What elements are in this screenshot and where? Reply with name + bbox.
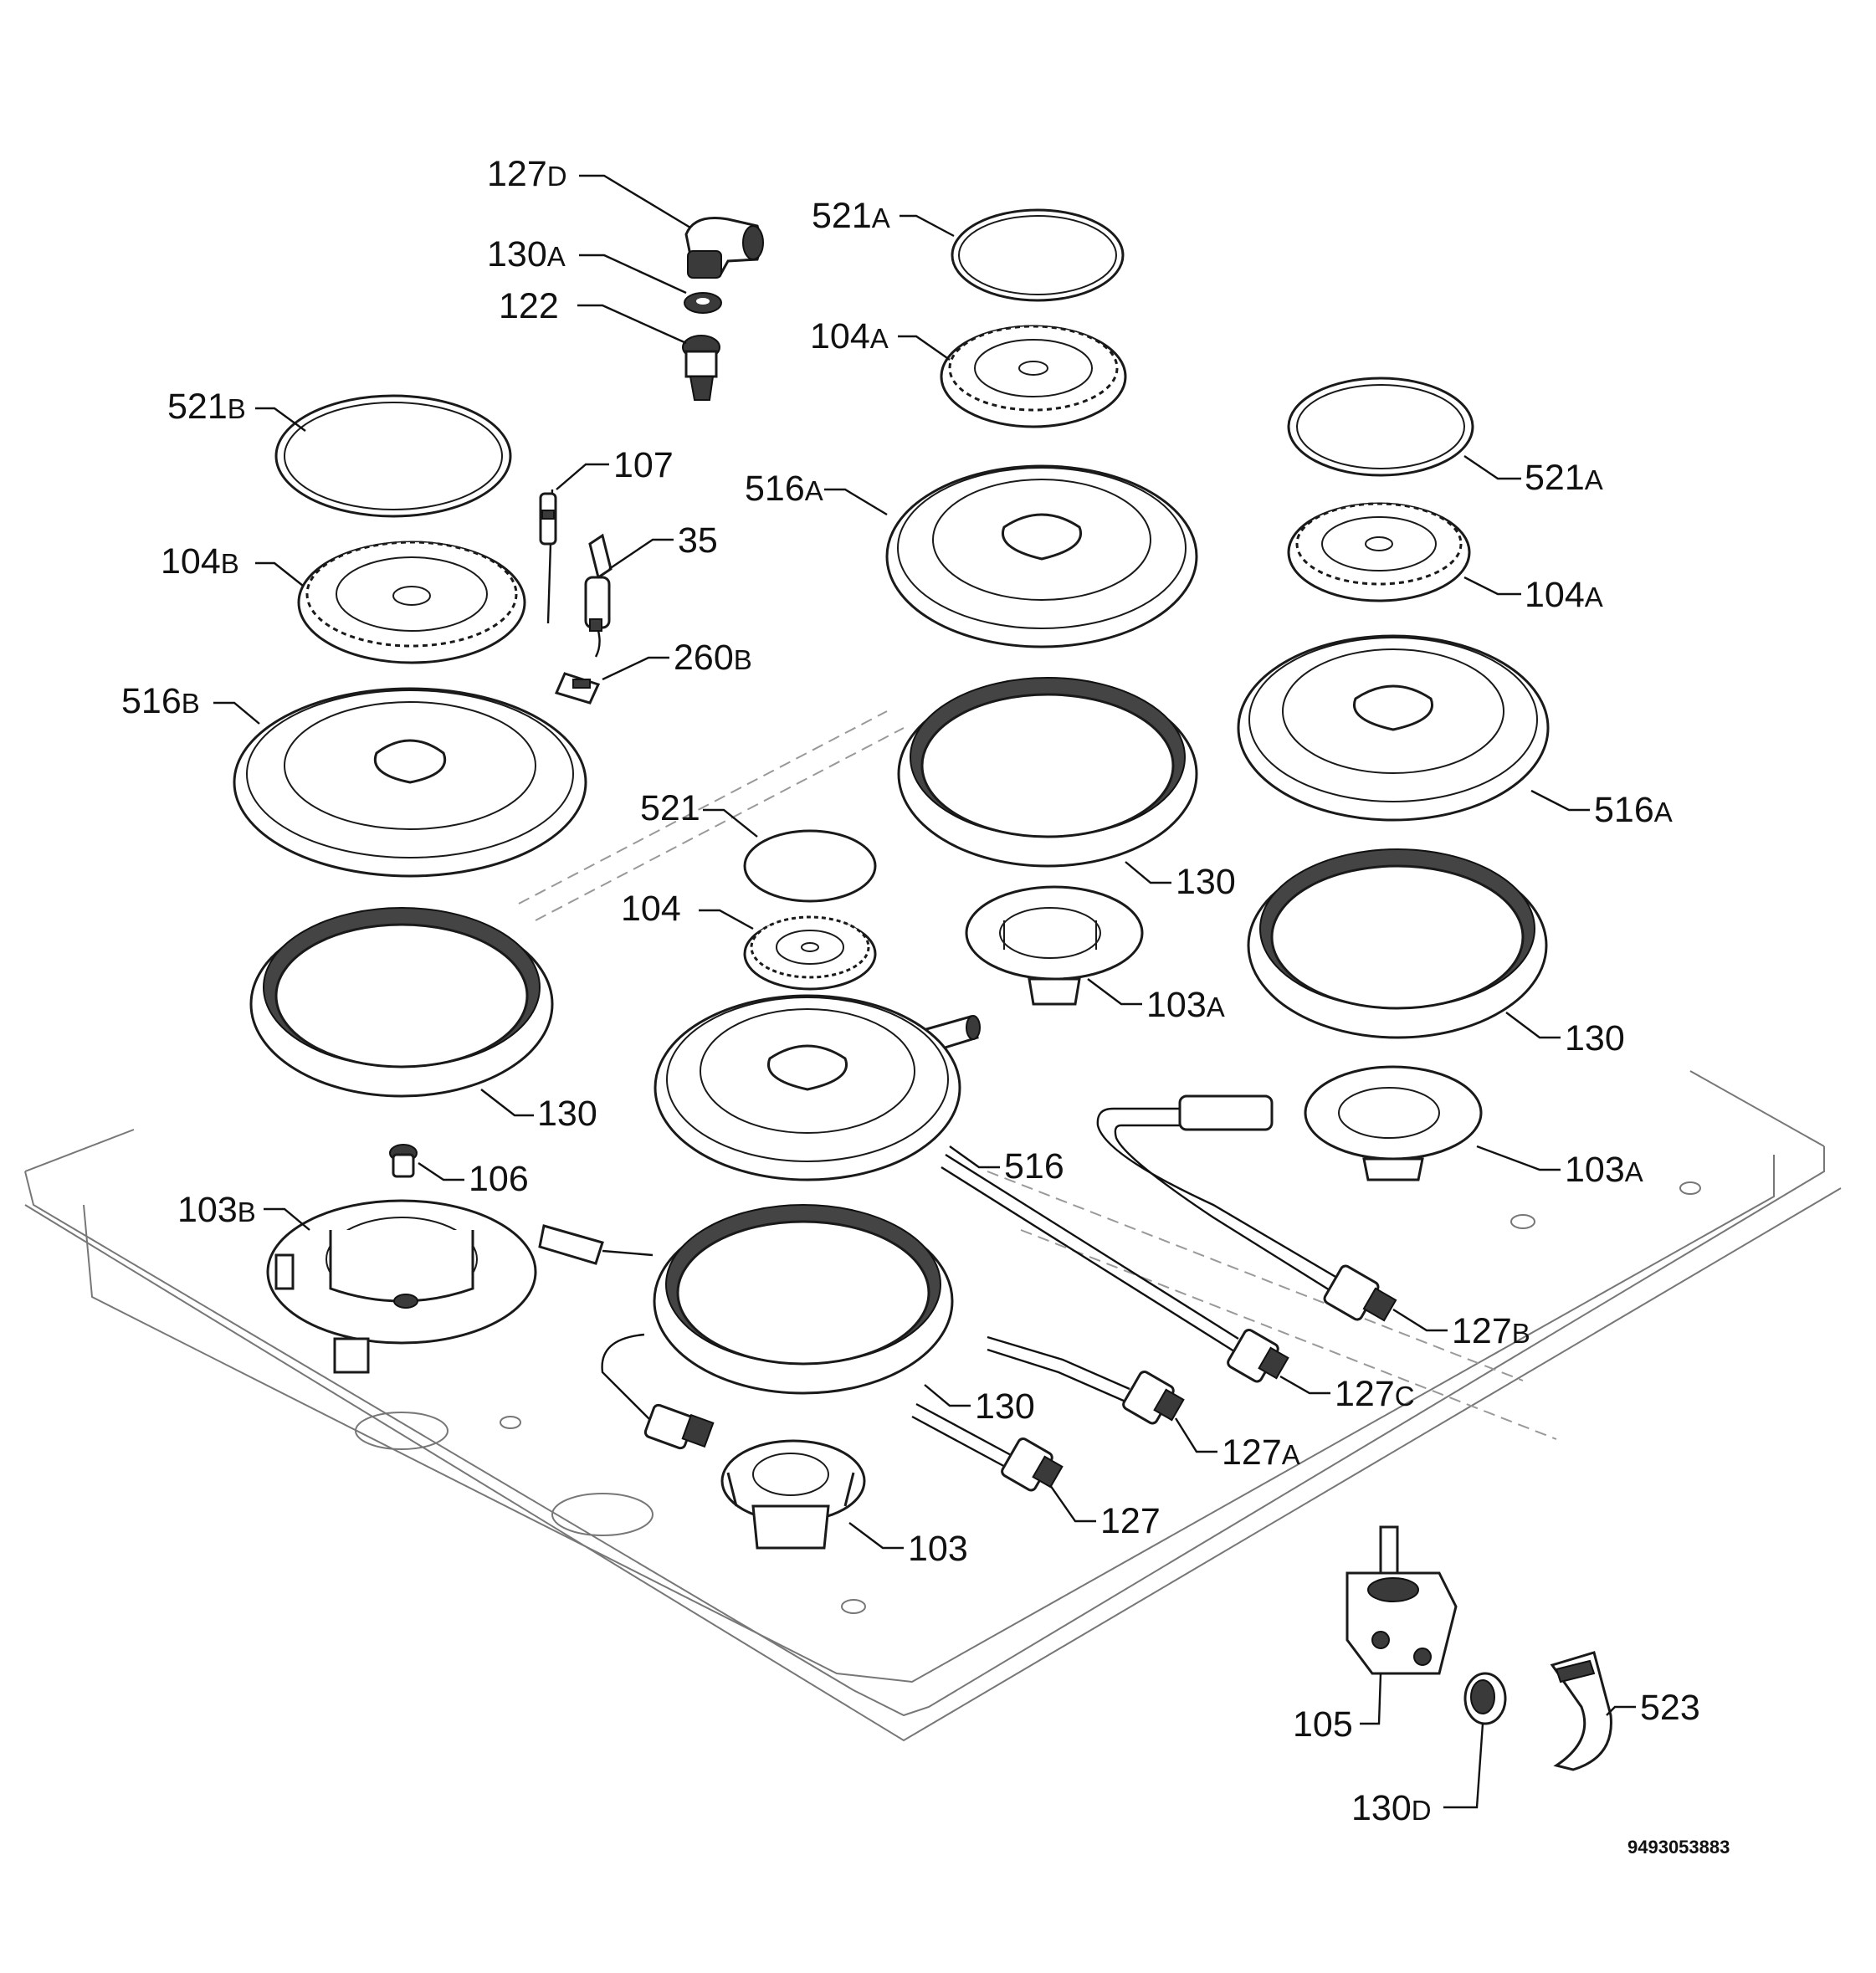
label-127c: 127C [1335, 1374, 1415, 1414]
label-122: 122 [499, 286, 559, 326]
ring-130-right[interactable] [1247, 848, 1548, 1039]
label-260b: 260B [674, 638, 752, 678]
leader-lines [213, 174, 1636, 1809]
cap-521a-right[interactable] [1287, 377, 1474, 477]
label-104a-top: 104A [810, 316, 889, 356]
label-130d: 130D [1351, 1788, 1432, 1828]
label-130-left: 130 [537, 1094, 597, 1134]
label-521: 521 [640, 788, 700, 828]
label-130a: 130A [487, 234, 566, 274]
label-521a-right: 521A [1525, 458, 1603, 498]
pipe-127a[interactable] [987, 1335, 1185, 1425]
ring-130-low[interactable] [653, 1204, 954, 1395]
elbow-127d[interactable] [684, 217, 764, 279]
label-103a-mid: 103A [1146, 985, 1225, 1025]
pipe-127b[interactable] [1096, 1094, 1397, 1322]
spreader-516[interactable] [654, 994, 961, 1181]
label-130-low: 130 [975, 1386, 1035, 1427]
clip-260b[interactable] [554, 672, 601, 705]
label-104b: 104B [161, 541, 239, 582]
injector-left[interactable] [538, 1224, 654, 1265]
label-127: 127 [1100, 1501, 1161, 1541]
label-516a-top: 516A [745, 469, 823, 509]
label-516b: 516B [121, 681, 200, 721]
label-106: 106 [469, 1159, 529, 1199]
crown-104[interactable] [743, 915, 877, 991]
label-104: 104 [621, 889, 681, 929]
crown-104b[interactable] [297, 541, 526, 664]
thermocouple-35[interactable] [584, 533, 613, 658]
label-103: 103 [908, 1529, 968, 1569]
label-127d: 127D [487, 154, 567, 194]
cap-521[interactable] [743, 829, 877, 903]
nut-106[interactable] [389, 1144, 418, 1178]
burner-103a-mid[interactable] [965, 885, 1144, 1006]
label-35: 35 [678, 520, 718, 561]
ring-130-left[interactable] [249, 907, 554, 1098]
cap-521a-top[interactable] [951, 208, 1125, 302]
injector-122[interactable] [682, 335, 720, 401]
label-103a-right: 103A [1565, 1150, 1643, 1190]
label-521b: 521B [167, 387, 246, 427]
part-labels: 127D 130A 122 521A 104A 521B 107 35 104B… [121, 154, 1730, 1858]
ring-130-mid[interactable] [897, 677, 1198, 868]
crown-104a-right[interactable] [1287, 502, 1471, 602]
washer-130a[interactable] [684, 292, 722, 314]
label-103b: 103B [177, 1190, 256, 1230]
label-516: 516 [1004, 1146, 1064, 1186]
hob-tray [24, 710, 1842, 1742]
pipe-127c[interactable] [941, 1153, 1289, 1383]
label-130-mid: 130 [1176, 862, 1236, 902]
burner-103b[interactable] [266, 1199, 537, 1374]
crown-104a-top[interactable] [940, 325, 1127, 428]
bracket-523[interactable] [1550, 1651, 1612, 1771]
label-127b: 127B [1452, 1311, 1530, 1351]
label-104a-right: 104A [1525, 575, 1603, 615]
label-107: 107 [613, 445, 674, 485]
label-130-right: 130 [1565, 1018, 1625, 1058]
label-127a: 127A [1222, 1432, 1300, 1473]
burner-103[interactable] [720, 1439, 866, 1550]
drawing-number: 9493053883 [1627, 1837, 1730, 1858]
pipe-left-low[interactable] [601, 1333, 715, 1450]
label-523: 523 [1640, 1688, 1700, 1728]
electrode-107[interactable] [539, 489, 557, 624]
spreader-516a-top[interactable] [885, 464, 1198, 648]
label-521a-top: 521A [812, 196, 890, 236]
label-516a-right: 516A [1594, 790, 1673, 830]
valve-105[interactable] [1345, 1525, 1458, 1675]
burner-103a-right[interactable] [1304, 1065, 1483, 1181]
label-105: 105 [1293, 1704, 1353, 1745]
pipe-127[interactable] [911, 1402, 1064, 1492]
spreader-516a-right[interactable] [1237, 634, 1550, 822]
cap-521b[interactable] [274, 394, 512, 518]
spreader-516b[interactable] [233, 687, 587, 878]
seal-130d[interactable] [1463, 1672, 1507, 1725]
